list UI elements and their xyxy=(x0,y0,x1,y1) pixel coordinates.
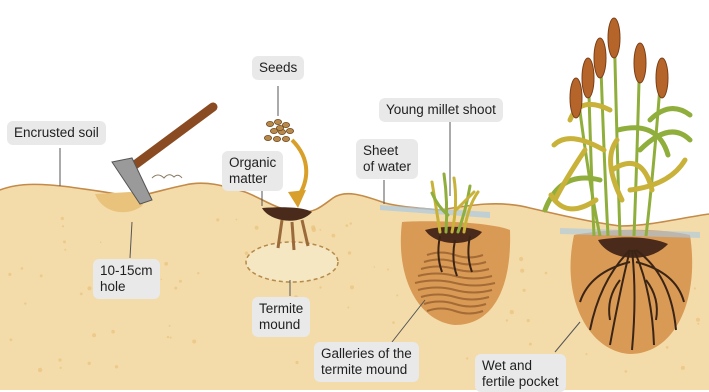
soil-speck xyxy=(38,368,42,372)
soil-speck xyxy=(506,319,508,321)
soil-speck xyxy=(527,319,530,322)
soil-speck xyxy=(179,280,182,283)
soil-speck xyxy=(392,321,395,324)
millet-head xyxy=(570,78,582,118)
soil-speck xyxy=(40,274,43,277)
mature-millet-icon xyxy=(545,18,690,236)
soil-speck xyxy=(24,302,26,304)
soil-speck xyxy=(92,333,96,337)
soil-speck xyxy=(510,310,514,314)
soil-speck xyxy=(520,269,524,273)
millet-head xyxy=(582,58,594,98)
label-sheet-of-water: Sheet of water xyxy=(356,139,418,179)
soil-speck xyxy=(694,287,696,289)
soil-speck xyxy=(64,249,66,251)
soil-speck xyxy=(58,358,61,361)
soil-speck xyxy=(466,357,468,359)
label-hole: 10-15cm hole xyxy=(93,259,160,299)
millet-head xyxy=(656,58,668,98)
label-wet-fertile-pocket: Wet and fertile pocket xyxy=(475,354,566,392)
soil-speck xyxy=(311,225,315,229)
soil-speck xyxy=(529,343,532,346)
soil-speck xyxy=(350,285,354,289)
label-encrusted-soil: Encrusted soil xyxy=(7,121,106,145)
soil-speck xyxy=(170,337,172,339)
millet-leaf xyxy=(554,139,604,150)
seed-icon xyxy=(273,136,280,141)
soil-speck xyxy=(62,225,64,227)
soil-speck xyxy=(10,338,13,341)
millet-leaf xyxy=(618,128,668,155)
soil-speck xyxy=(63,240,66,243)
soil-speck xyxy=(115,365,118,368)
label-galleries: Galleries of the termite mound xyxy=(314,342,419,382)
label-young-millet-shoot: Young millet shoot xyxy=(379,98,503,122)
soil-speck xyxy=(169,325,171,327)
soil-speck xyxy=(21,267,24,270)
soil-speck xyxy=(100,241,102,243)
seed-arrowhead-icon xyxy=(288,190,306,208)
soil-speck xyxy=(666,346,669,349)
soil-speck xyxy=(625,370,628,373)
soil-speck xyxy=(216,218,219,221)
seed-icon xyxy=(266,121,273,126)
soil-speck xyxy=(111,330,115,334)
soil-speck xyxy=(245,251,249,255)
seed-icon xyxy=(274,119,281,124)
soil-speck xyxy=(192,340,196,344)
soil-speck xyxy=(87,286,91,290)
termite-mound-shape xyxy=(246,242,338,282)
soil-speck xyxy=(586,353,588,355)
soil-speck xyxy=(174,287,177,290)
soil-speck xyxy=(387,269,389,271)
loose-soil xyxy=(152,175,182,178)
soil-speck xyxy=(8,273,11,276)
soil-speck xyxy=(295,361,298,364)
soil-speck xyxy=(346,224,349,227)
soil-speck xyxy=(319,286,321,288)
label-termite-mound: Termite mound xyxy=(252,297,310,337)
soil-speck xyxy=(519,257,523,261)
millet-head xyxy=(634,43,646,83)
millet-leaf xyxy=(555,150,585,200)
soil-speck xyxy=(681,366,685,370)
soil-speck xyxy=(374,266,376,268)
soil-speck xyxy=(350,222,352,224)
label-seeds: Seeds xyxy=(252,56,304,80)
soil-speck xyxy=(348,251,351,254)
soil-speck xyxy=(236,219,238,221)
millet-head xyxy=(608,18,620,58)
soil-speck xyxy=(255,226,259,230)
soil-speck xyxy=(197,272,199,274)
soil-speck xyxy=(396,294,398,296)
soil-speck xyxy=(88,362,91,365)
soil-speck xyxy=(545,272,548,275)
soil-speck xyxy=(696,318,700,322)
soil-speck xyxy=(161,279,163,281)
label-organic-matter: Organic matter xyxy=(222,151,283,191)
seed-icon xyxy=(282,136,289,141)
soil-speck xyxy=(61,217,64,220)
soil-speck xyxy=(167,336,169,338)
soil-speck xyxy=(164,262,168,266)
millet-head xyxy=(594,38,606,78)
seed-icon xyxy=(276,125,283,130)
soil-speck xyxy=(80,293,83,296)
soil-speck xyxy=(347,307,349,309)
soil-speck xyxy=(523,289,526,292)
soil-speck xyxy=(697,323,699,325)
soil-speck xyxy=(319,229,321,231)
soil-speck xyxy=(60,367,62,369)
seed-icon xyxy=(286,128,293,133)
soil-speck xyxy=(332,234,336,238)
seed-arrow-icon xyxy=(292,140,306,197)
seed-icon xyxy=(264,135,271,140)
seeds-icon xyxy=(264,119,293,141)
